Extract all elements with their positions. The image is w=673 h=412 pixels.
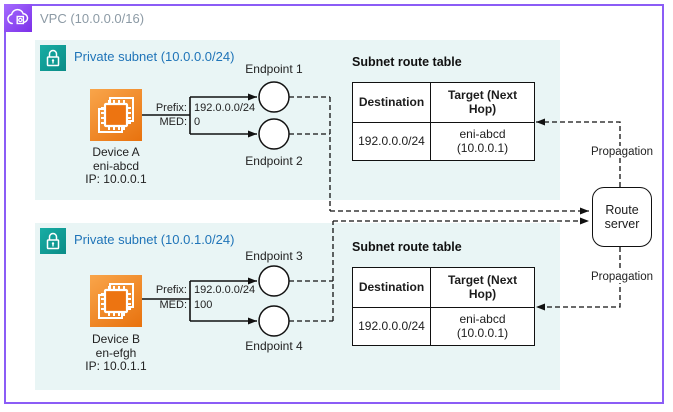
device-a-eni: eni-abcd [92,158,140,173]
prefix-value-2: 192.0.0.0/24 [194,284,256,296]
med-label-2: MED: [159,299,188,311]
table-2-header-target: Target (Next Hop) [431,268,534,308]
endpoint-1-label: Endpoint 1 [245,62,303,76]
endpoint-4-label: Endpoint 4 [245,339,303,353]
table-1-header-destination: Destination [353,83,431,123]
med-value-2: 100 [194,299,213,311]
device-a-chip-icon [90,89,142,141]
propagation-label-bottom: Propagation [589,271,655,283]
prefix-value-1: 192.0.0.0/24 [194,102,256,114]
device-b-label: Device B en-efgh IP: 10.0.1.1 [78,332,154,374]
endpoint-2-label: Endpoint 2 [245,154,303,168]
device-a-label: Device A eni-abcd IP: 10.0.0.1 [78,145,154,187]
private-subnet-lock-icon [40,45,66,71]
device-a-ip: IP: 10.0.0.1 [85,172,147,186]
subnet-route-table-2: Destination Target (Next Hop) 192.0.0.0/… [352,267,535,346]
device-b-ip: IP: 10.0.1.1 [85,359,147,373]
table-2-header-destination: Destination [353,268,431,308]
vpc-icon [4,4,32,32]
private-subnet-1-title: Private subnet (10.0.0.0/24) [74,49,235,64]
propagation-label-top: Propagation [589,146,655,158]
table-1-header-target: Target (Next Hop) [431,83,534,123]
table-2-target-line2: (10.0.0.1) [456,325,509,340]
prefix-label-2: Prefix: [155,284,187,296]
private-subnet-2-title: Private subnet (10.0.1.0/24) [74,232,235,247]
subnet-route-table-2-title: Subnet route table [352,240,462,254]
med-value-1: 0 [194,116,201,128]
table-2-target-line1: eni-abcd [459,312,506,326]
med-label-1: MED: [159,116,188,128]
device-b-chip-icon [90,275,142,327]
route-server-node: Route server [592,187,652,247]
prefix-label-1: Prefix: [155,102,187,114]
vpc-title: VPC (10.0.0.0/16) [40,11,145,26]
table-1-cell-target: eni-abcd (10.0.0.1) [431,123,534,160]
endpoint-3-label: Endpoint 3 [245,249,303,263]
table-1-target-line1: eni-abcd [459,127,506,141]
table-2-cell-target: eni-abcd (10.0.0.1) [431,308,534,345]
subnet-route-table-1: Destination Target (Next Hop) 192.0.0.0/… [352,82,535,161]
private-subnet-lock-icon [40,228,66,254]
table-1-cell-destination: 192.0.0.0/24 [353,123,431,160]
device-b-eni: en-efgh [95,345,137,360]
table-1-target-line2: (10.0.0.1) [456,140,509,155]
table-2-cell-destination: 192.0.0.0/24 [353,308,431,345]
subnet-route-table-1-title: Subnet route table [352,55,462,69]
device-a-name: Device A [92,145,140,159]
device-b-name: Device B [91,332,141,346]
